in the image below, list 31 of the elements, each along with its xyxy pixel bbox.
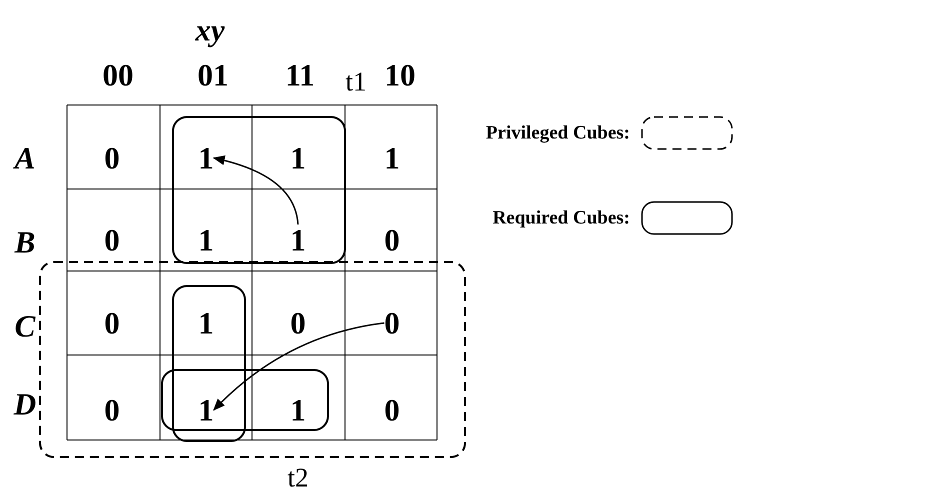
cell-value: 0 (104, 394, 120, 426)
cell-value: 1 (198, 394, 214, 426)
cell-value: 0 (104, 142, 120, 174)
cell-value: 0 (104, 308, 120, 338)
arrow (212, 156, 299, 225)
column-header: 10 (384, 60, 416, 90)
column-header: 01 (198, 60, 228, 90)
row-header: A (14, 142, 36, 174)
cube-label: t1 (346, 68, 366, 96)
legend-label: Privileged Cubes: (486, 124, 630, 142)
cell-value: 1 (198, 224, 214, 256)
cell-value: 1 (290, 142, 306, 174)
row-header: B (14, 226, 36, 258)
legend-label: Required Cubes: (492, 208, 630, 228)
cell-value: 1 (384, 142, 400, 174)
row-header: C (14, 310, 36, 342)
cell-value: 0 (104, 224, 120, 256)
column-header: 00 (102, 60, 134, 90)
column-header: 11 (285, 60, 315, 90)
axis-label: xy (195, 14, 225, 46)
cell-value: 0 (384, 224, 400, 256)
cell-value: 1 (198, 142, 214, 174)
cell-value: 1 (198, 308, 214, 338)
cell-value: 0 (384, 308, 400, 338)
cell-value: 1 (290, 394, 306, 426)
cell-value: 0 (384, 394, 400, 426)
cell-value: 0 (290, 308, 306, 338)
cell-value: 1 (290, 224, 306, 256)
cube-label: t2 (288, 464, 308, 492)
arrow (213, 322, 384, 411)
row-header: D (14, 388, 36, 420)
